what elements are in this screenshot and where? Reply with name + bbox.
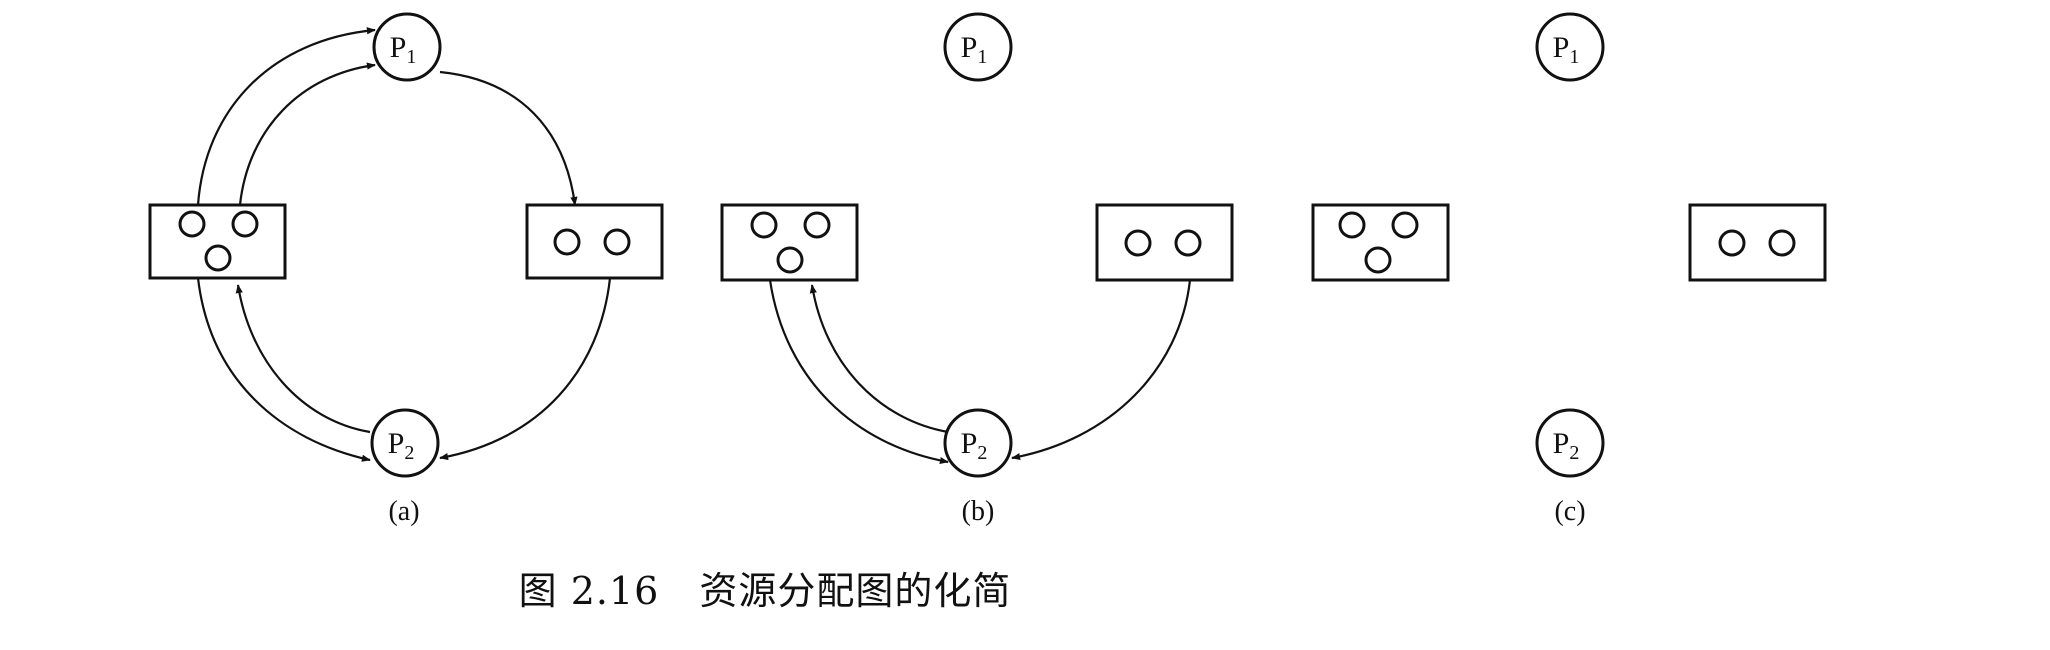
panel-b-resource-r2-unit — [1174, 229, 1202, 257]
panel-b-edge-r2-to-p2 — [1011, 279, 1192, 461]
svg-text:P2: P2 — [961, 427, 988, 464]
panel-a-process-p1-name: P — [390, 31, 407, 64]
panel-b-resource-r1-unit — [750, 211, 778, 239]
panel-a-resource-r1-unit — [178, 210, 206, 238]
figure-number: 图 2.16 — [518, 569, 660, 613]
panel-a-edge-r1-to-p1-inner — [238, 62, 376, 206]
panel-a-resource-r1-unit — [204, 244, 232, 272]
panel-b-process-p2 — [943, 408, 1013, 478]
panel-a-resource-r2 — [525, 203, 664, 280]
panel-c-resource-r1-unit — [1338, 211, 1366, 239]
panel-b-resource-r1-unit — [776, 246, 804, 274]
panel-a-resource-r1-unit — [231, 210, 259, 238]
panel-b-process-p1 — [943, 12, 1013, 82]
svg-text:P1: P1 — [961, 31, 988, 68]
panel-c-resource-r2-unit — [1768, 229, 1796, 257]
panel-b-process-p1-name: P — [961, 31, 978, 64]
panel-a-edge-r1-to-p2-outer — [196, 277, 371, 462]
panel-c-resource-r2-unit — [1718, 229, 1746, 257]
panel-a-resource-r2-unit — [553, 228, 581, 256]
panel-b-process-p2-sub: 2 — [977, 442, 987, 464]
panel-a-edge-p1-to-r2 — [439, 70, 578, 206]
panel-a-process-p2 — [370, 408, 440, 478]
panel-a-process-p1-sub: 1 — [406, 46, 416, 68]
panel-c-process-p2-sub: 2 — [1569, 442, 1579, 464]
svg-text:P1: P1 — [1553, 31, 1580, 68]
panel-a-process-p2-name: P — [388, 427, 405, 460]
panel-c-resource-r2 — [1688, 203, 1827, 282]
panel-b: P1 P2 (b) — [720, 12, 1234, 527]
svg-text:P1: P1 — [390, 31, 417, 68]
svg-text:P2: P2 — [388, 427, 415, 464]
panel-b-resource-r1-unit — [803, 211, 831, 239]
panel-a-edge-r1-to-p1-outer — [196, 27, 376, 206]
panel-b-resource-r2-unit — [1124, 229, 1152, 257]
panel-c-process-p2-name: P — [1553, 427, 1570, 460]
panel-a-process-p1 — [372, 12, 442, 82]
panel-a: P1 P2 (a) — [148, 12, 664, 527]
panel-c-process-p1-sub: 1 — [1569, 46, 1579, 68]
panel-b-label: (b) — [962, 496, 995, 527]
panel-c-resource-r1-unit — [1391, 211, 1419, 239]
panel-b-process-p1-sub: 1 — [977, 46, 987, 68]
panel-c: P1 P2 (c) — [1311, 12, 1827, 527]
panel-a-resource-r2-unit — [603, 228, 631, 256]
panel-c-label: (c) — [1554, 496, 1585, 527]
panel-c-process-p2 — [1535, 408, 1605, 478]
panel-b-resource-r2 — [1095, 203, 1234, 282]
panel-b-edge-p2-to-r1 — [809, 284, 949, 434]
svg-text:P2: P2 — [1553, 427, 1580, 464]
panel-c-process-p1-name: P — [1553, 31, 1570, 64]
panel-a-process-p2-sub: 2 — [404, 442, 414, 464]
panel-c-resource-r1-unit — [1364, 246, 1392, 274]
panel-c-process-p1 — [1535, 12, 1605, 82]
panel-b-process-p2-name: P — [961, 427, 978, 460]
panel-a-edge-p2-to-r1-inner — [235, 284, 371, 434]
panel-b-edge-r1-to-p2 — [768, 279, 949, 465]
panel-a-label: (a) — [388, 496, 419, 527]
figure-caption: 图 2.16 资源分配图的化简 — [0, 560, 1530, 615]
panel-a-edge-r2-to-p2 — [439, 277, 612, 461]
figure-title: 资源分配图的化简 — [699, 569, 1012, 613]
